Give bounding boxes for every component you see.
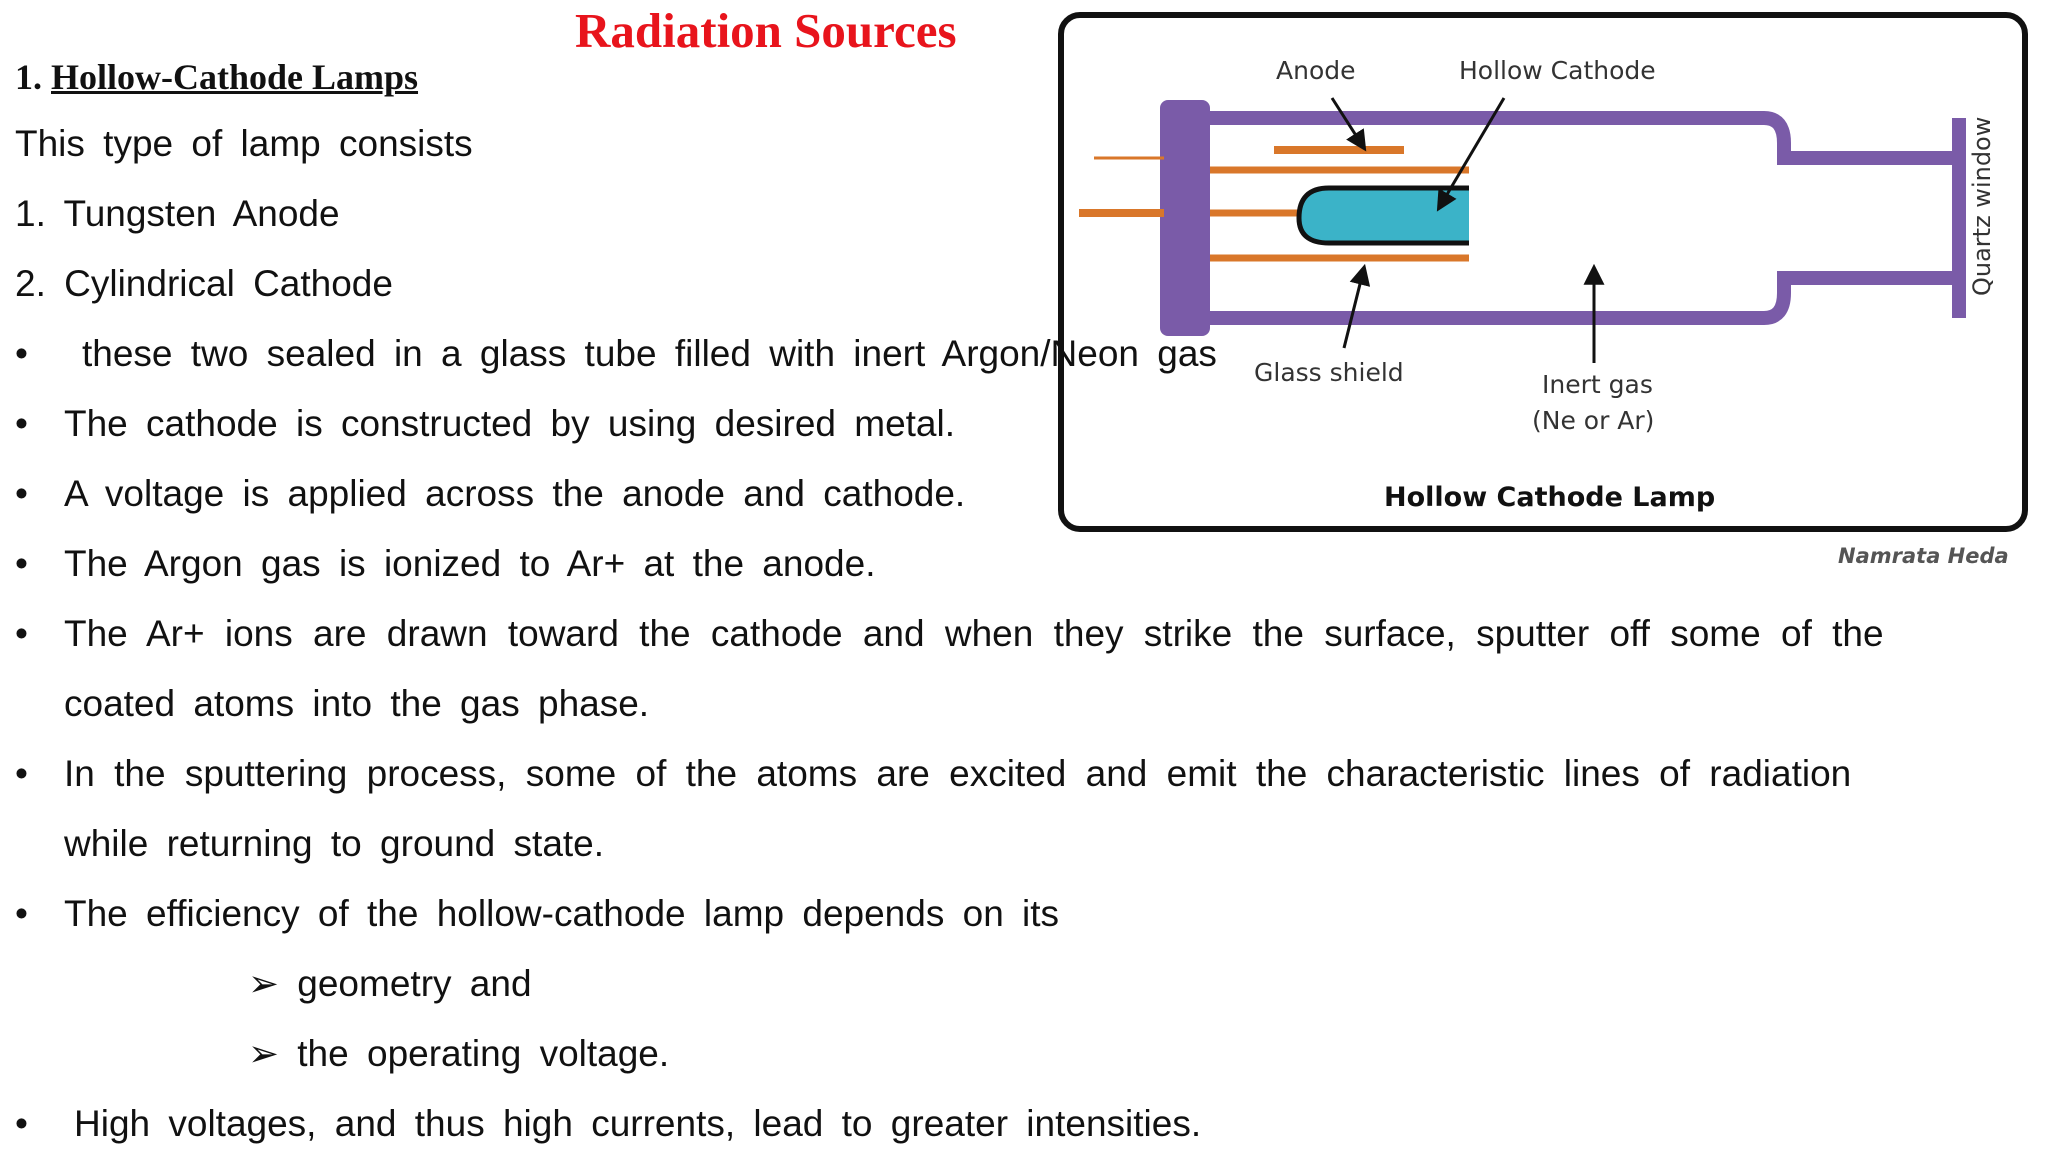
hollow-cathode-cup — [1296, 185, 1469, 246]
bullet-5: The Ar+ ions are drawn toward the cathod… — [64, 613, 1884, 654]
heading-number: 1. — [15, 57, 42, 97]
intro-line: This type of lamp consists — [15, 123, 473, 164]
label-quartz-window: Quartz window — [1968, 116, 1996, 296]
bullet-2: The cathode is constructed by using desi… — [64, 403, 956, 444]
bullet-dot: • — [15, 543, 28, 584]
bullet-6-cont: while returning to ground state. — [64, 823, 605, 864]
quartz-window-plate — [1952, 118, 1966, 318]
lamp-base — [1160, 100, 1210, 336]
bullet-5-cont: coated atoms into the gas phase. — [64, 683, 650, 724]
bullet-dot: • — [15, 473, 28, 514]
numbered-item-1: 1. Tungsten Anode — [15, 193, 340, 234]
numbered-item-2: 2. Cylindrical Cathode — [15, 263, 393, 304]
diagram-caption: Hollow Cathode Lamp — [1384, 482, 1716, 513]
bullet-dot: • — [15, 1103, 28, 1144]
bullet-dot: • — [15, 613, 28, 654]
sub-item-geometry: ➢ geometry and — [248, 963, 532, 1004]
section-heading: 1. Hollow-Cathode Lamps — [15, 56, 418, 98]
label-inert-gas-type: (Ne or Ar) — [1532, 406, 1655, 435]
label-inert-gas: Inert gas — [1542, 370, 1653, 399]
bullet-dot: • — [15, 403, 28, 444]
bullet-dot: • — [15, 333, 28, 374]
bullet-1: these two sealed in a glass tube filled … — [82, 333, 1217, 374]
label-anode: Anode — [1276, 56, 1356, 85]
bullet-4: The Argon gas is ionized to Ar+ at the a… — [64, 543, 876, 584]
slide-title: Radiation Sources — [575, 3, 957, 58]
bullet-dot: • — [15, 753, 28, 794]
bullet-7: The efficiency of the hollow-cathode lam… — [64, 893, 1060, 934]
bullet-6: In the sputtering process, some of the a… — [64, 753, 1852, 794]
bullet-8: High voltages, and thus high currents, l… — [74, 1103, 1202, 1144]
lamp-drawing — [1079, 97, 1966, 363]
bullet-3: A voltage is applied across the anode an… — [64, 473, 966, 514]
sub-item-voltage: ➢ the operating voltage. — [248, 1033, 670, 1074]
label-glass-shield: Glass shield — [1254, 358, 1404, 387]
heading-text: Hollow-Cathode Lamps — [51, 57, 419, 97]
image-credit: Namrata Heda — [1838, 544, 2009, 568]
hollow-cathode-lamp-diagram: Anode Hollow Cathode Glass shield Inert … — [1058, 12, 2028, 532]
label-hollow-cathode: Hollow Cathode — [1459, 56, 1656, 85]
bullet-dot: • — [15, 893, 28, 934]
